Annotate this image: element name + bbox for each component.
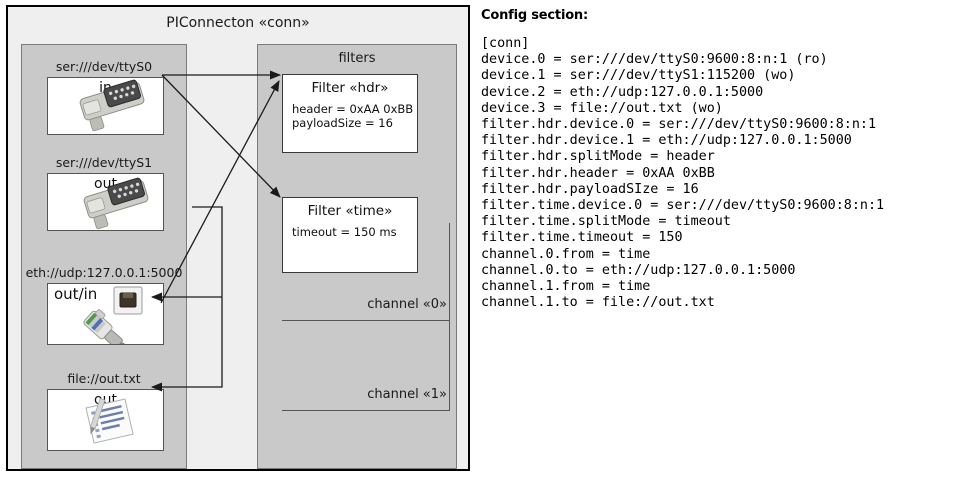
filter-title-time: Filter «time» — [307, 203, 393, 219]
device-card-ttys0[interactable]: in — [47, 77, 164, 135]
filter-prop-timeout: timeout = 150 ms — [292, 225, 397, 239]
config-section: Config section: [conn] device.0 = ser://… — [481, 8, 959, 311]
device-label-ttys1: ser:///dev/ttyS1 — [55, 155, 153, 170]
config-heading: Config section: — [481, 8, 588, 23]
device-card-file[interactable]: out — [47, 389, 164, 451]
device-card-ttys1[interactable]: out — [47, 173, 164, 231]
config-body: [conn] device.0 = ser:///dev/ttyS0:9600:… — [481, 36, 885, 311]
channel-label-1: channel «1» — [367, 387, 447, 402]
filter-box-time[interactable]: Filter «time» timeout = 150 ms — [282, 197, 418, 273]
device-label-ttys0: ser:///dev/ttyS0 — [55, 59, 153, 74]
filter-props-time: timeout = 150 ms — [292, 225, 397, 239]
filter-props-hdr: header = 0xAA 0xBB payloadSize = 16 — [292, 102, 413, 130]
channel-label-0: channel «0» — [367, 297, 447, 312]
device-caption-outin: out/in — [54, 285, 98, 303]
channel-region-0 — [282, 223, 450, 321]
filter-title-hdr: Filter «hdr» — [311, 80, 389, 96]
channel-region-1 — [282, 321, 450, 411]
diagram-title: PIConnecton «conn» — [166, 15, 310, 31]
channel0-elbow — [192, 206, 223, 297]
device-label-file: file://out.txt — [67, 371, 141, 386]
filter-prop-payloadsize: payloadSize = 16 — [292, 116, 393, 130]
device-card-eth[interactable]: out/in — [47, 283, 164, 345]
ethernet-plug-icon — [83, 286, 143, 344]
device-label-eth: eth://udp:127.0.0.1:5000 — [25, 265, 183, 280]
filters-group-title: filters — [338, 51, 376, 66]
filter-prop-header: header = 0xAA 0xBB — [292, 102, 414, 116]
connector-diagram: PIConnecton «conn» ser:///dev/ttyS0 in — [6, 5, 470, 471]
filter-box-hdr[interactable]: Filter «hdr» header = 0xAA 0xBB payloadS… — [282, 74, 418, 153]
device-group: ser:///dev/ttyS0 in — [21, 44, 187, 469]
serial-port-icon — [83, 177, 149, 230]
text-file-icon — [85, 398, 134, 444]
filters-group: filters Filter «hdr» header = 0xAA 0xBB … — [257, 44, 457, 469]
serial-port-icon — [79, 79, 145, 132]
